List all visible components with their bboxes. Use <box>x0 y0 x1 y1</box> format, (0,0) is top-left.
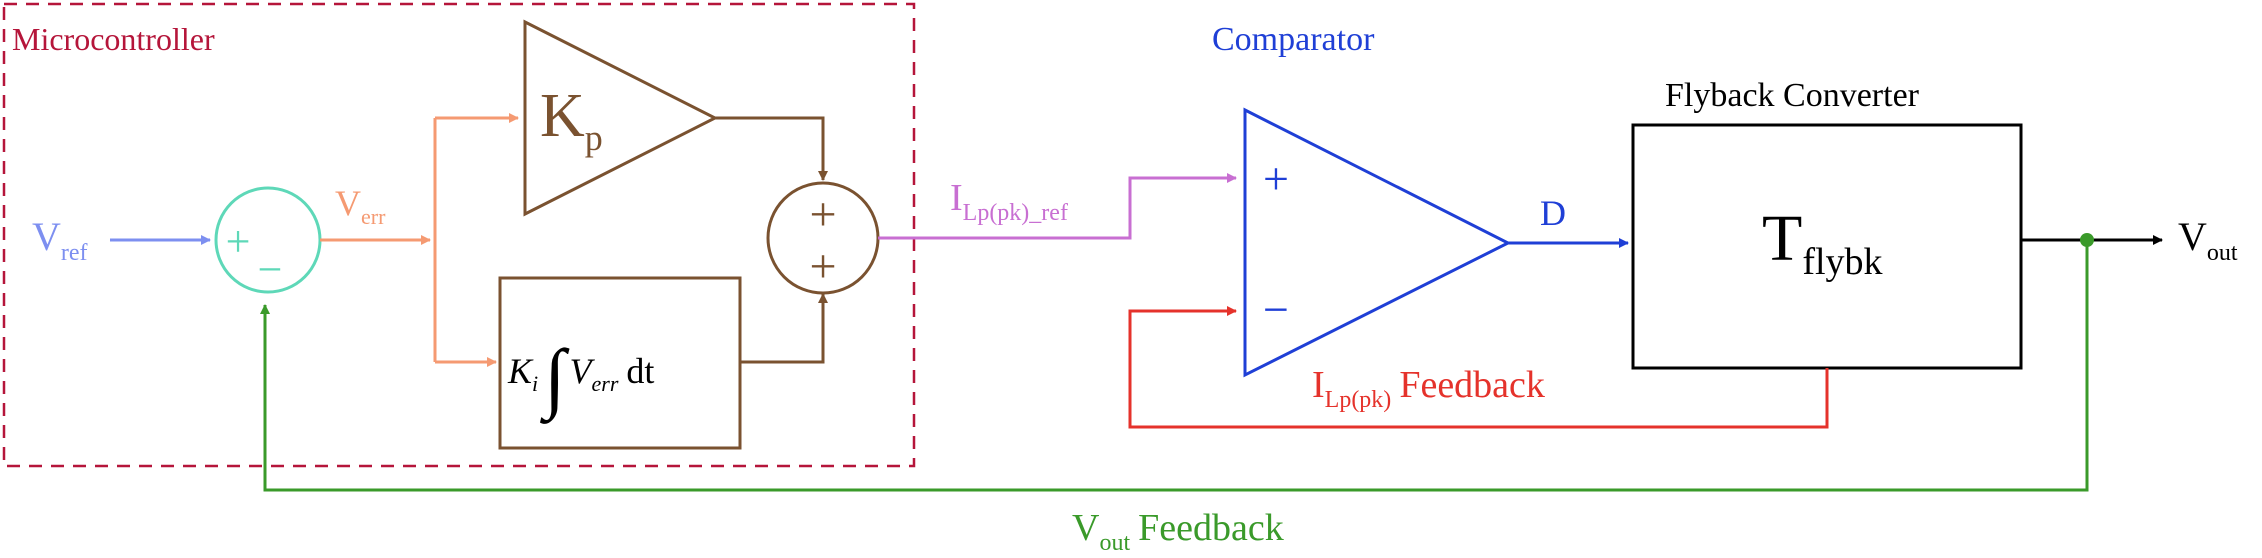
ki-integral-block <box>498 276 742 450</box>
vout-label: Vout <box>2178 214 2238 266</box>
kp-to-adder-line <box>715 116 828 181</box>
flyback-converter-title: Flyback Converter <box>1665 77 1920 114</box>
summer-minus-sign: − <box>258 245 283 294</box>
ilp-ref-label: ILp(pk)_ref <box>950 177 1068 226</box>
ilp-feedback-label: ILp(pk)Feedback <box>1312 364 1545 413</box>
comparator-plus-input: + <box>1263 153 1289 204</box>
microcontroller-region <box>2 2 916 468</box>
adder-plus-top: + <box>809 188 836 241</box>
microcontroller-label: Microcontroller <box>12 21 215 57</box>
adder-plus-bottom: + <box>809 240 836 293</box>
comparator-label: Comparator <box>1212 21 1375 58</box>
vref-label: Vref <box>32 214 88 266</box>
tflybk-label: Tflybk <box>1762 202 1883 283</box>
d-label: D <box>1540 193 1566 233</box>
vout-feedback-line <box>260 240 2089 492</box>
ki-to-adder-line <box>740 293 828 364</box>
comparator-minus-input: − <box>1263 284 1289 335</box>
kp-gain-block <box>523 19 719 217</box>
vout-feedback-node <box>2080 233 2094 247</box>
ilp-ref-line <box>878 173 1237 240</box>
ilp-feedback-line <box>1128 306 1829 429</box>
verr-label: Verr <box>335 183 386 229</box>
summer-plus-sign: + <box>226 217 251 266</box>
kp-label: Kp <box>540 82 603 158</box>
comparator-block <box>1243 107 1512 378</box>
